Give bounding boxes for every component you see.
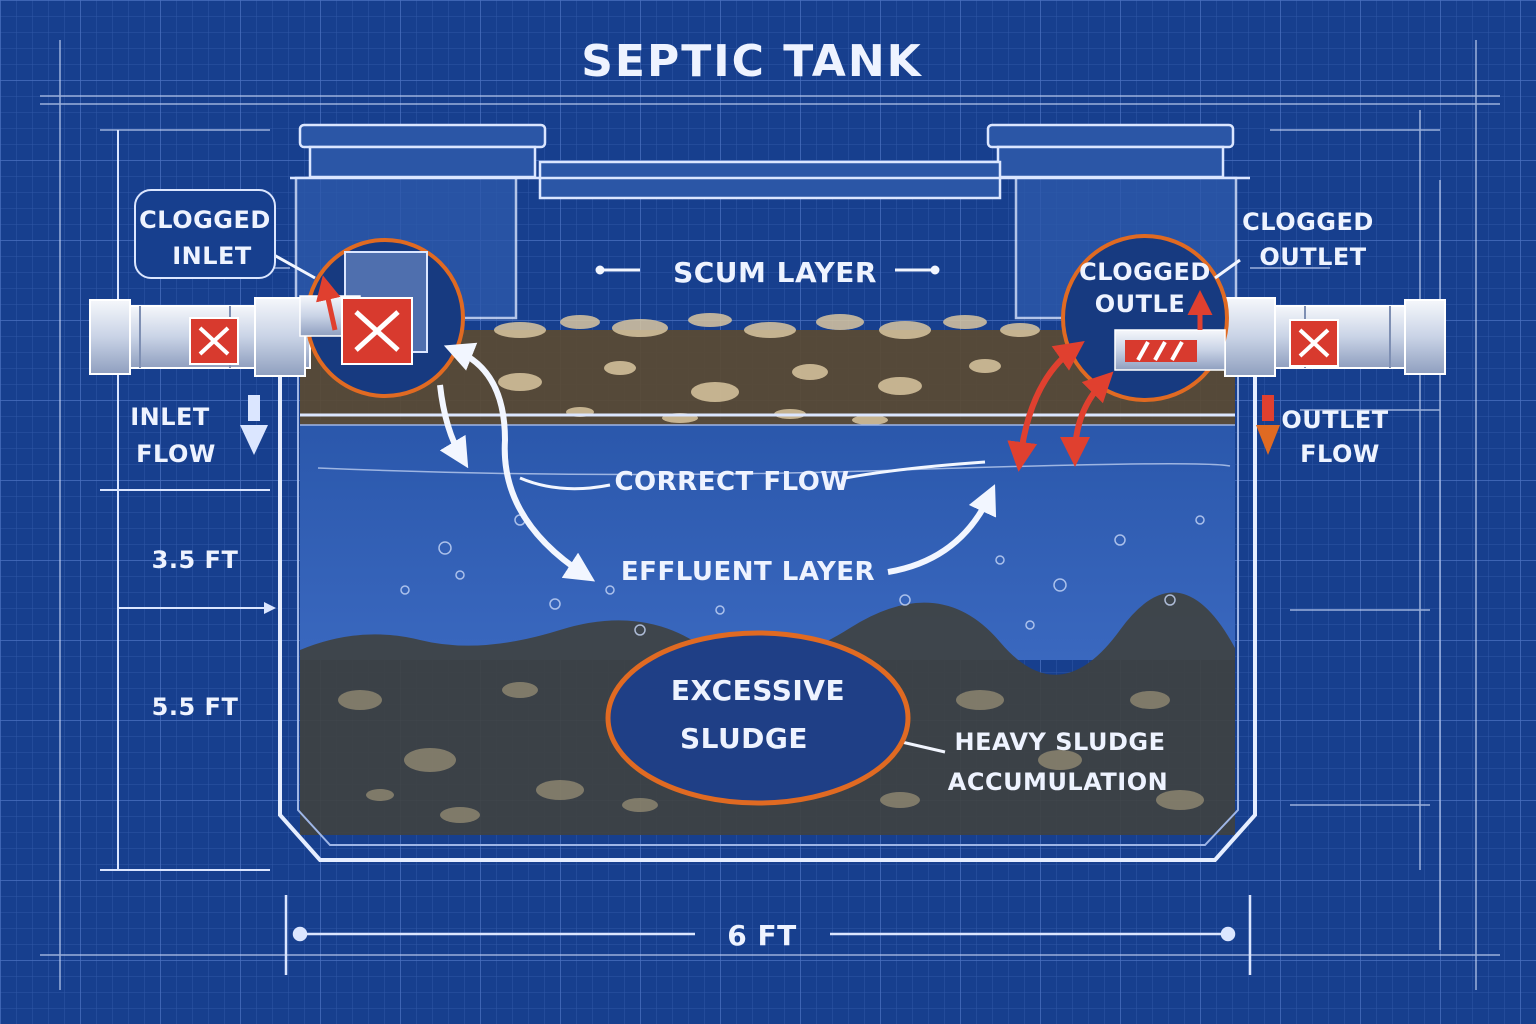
- clogged-inlet-label-2: INLET: [172, 242, 252, 270]
- excessive-sludge-label-1: EXCESSIVE: [671, 674, 845, 707]
- heavy-sludge-label-2: ACCUMULATION: [948, 768, 1168, 796]
- outlet-flow-label-1: OUTLET: [1281, 406, 1388, 434]
- effluent-layer-label: EFFLUENT LAYER: [621, 557, 875, 587]
- correct-flow-label: CORRECT FLOW: [614, 467, 849, 497]
- inlet-flow-label-2: FLOW: [136, 440, 216, 468]
- excessive-sludge-callout: [605, 630, 911, 806]
- x-mark-icon: [189, 317, 239, 365]
- outlet-flow-arrow: [1256, 395, 1280, 455]
- outlet-flow-label-2: FLOW: [1300, 440, 1380, 468]
- width-dimension: [284, 895, 1252, 975]
- excessive-sludge-label-2: SLUDGE: [680, 722, 808, 755]
- inlet-flow-arrow: [240, 395, 268, 455]
- heavy-sludge-label-1: HEAVY SLUDGE: [955, 728, 1166, 756]
- clogged-outlet-label-2: OUTLET: [1259, 243, 1366, 271]
- height-upper-label: 3.5 FT: [152, 546, 239, 574]
- height-dimension: [100, 130, 276, 871]
- x-mark-icon: [1289, 319, 1339, 367]
- backflow-arrows: [1007, 341, 1114, 472]
- scum-layer-label: SCUM LAYER: [673, 256, 877, 289]
- x-mark-icon: [341, 297, 413, 365]
- construction-lines: [40, 40, 1500, 990]
- clogged-outlet-label-1: CLOGGED: [1242, 208, 1374, 236]
- clogged-inlet-label-1: CLOGGED: [139, 206, 271, 234]
- clogged-inlet-callout: [134, 189, 276, 279]
- outlet-clog-highlight: [1061, 234, 1229, 402]
- clogged-outle-label-2: OUTLE: [1095, 290, 1185, 318]
- inlet-flow-label-1: INLET: [130, 403, 210, 431]
- page-title: SEPTIC TANK: [581, 36, 923, 87]
- correct-flow-arrows: [437, 342, 997, 582]
- clogged-outle-label-1: CLOGGED: [1079, 258, 1211, 286]
- width-label: 6 FT: [727, 919, 796, 952]
- effluent-layer: [300, 420, 1235, 660]
- height-lower-label: 5.5 FT: [152, 693, 239, 721]
- arrow-icon: [316, 275, 341, 331]
